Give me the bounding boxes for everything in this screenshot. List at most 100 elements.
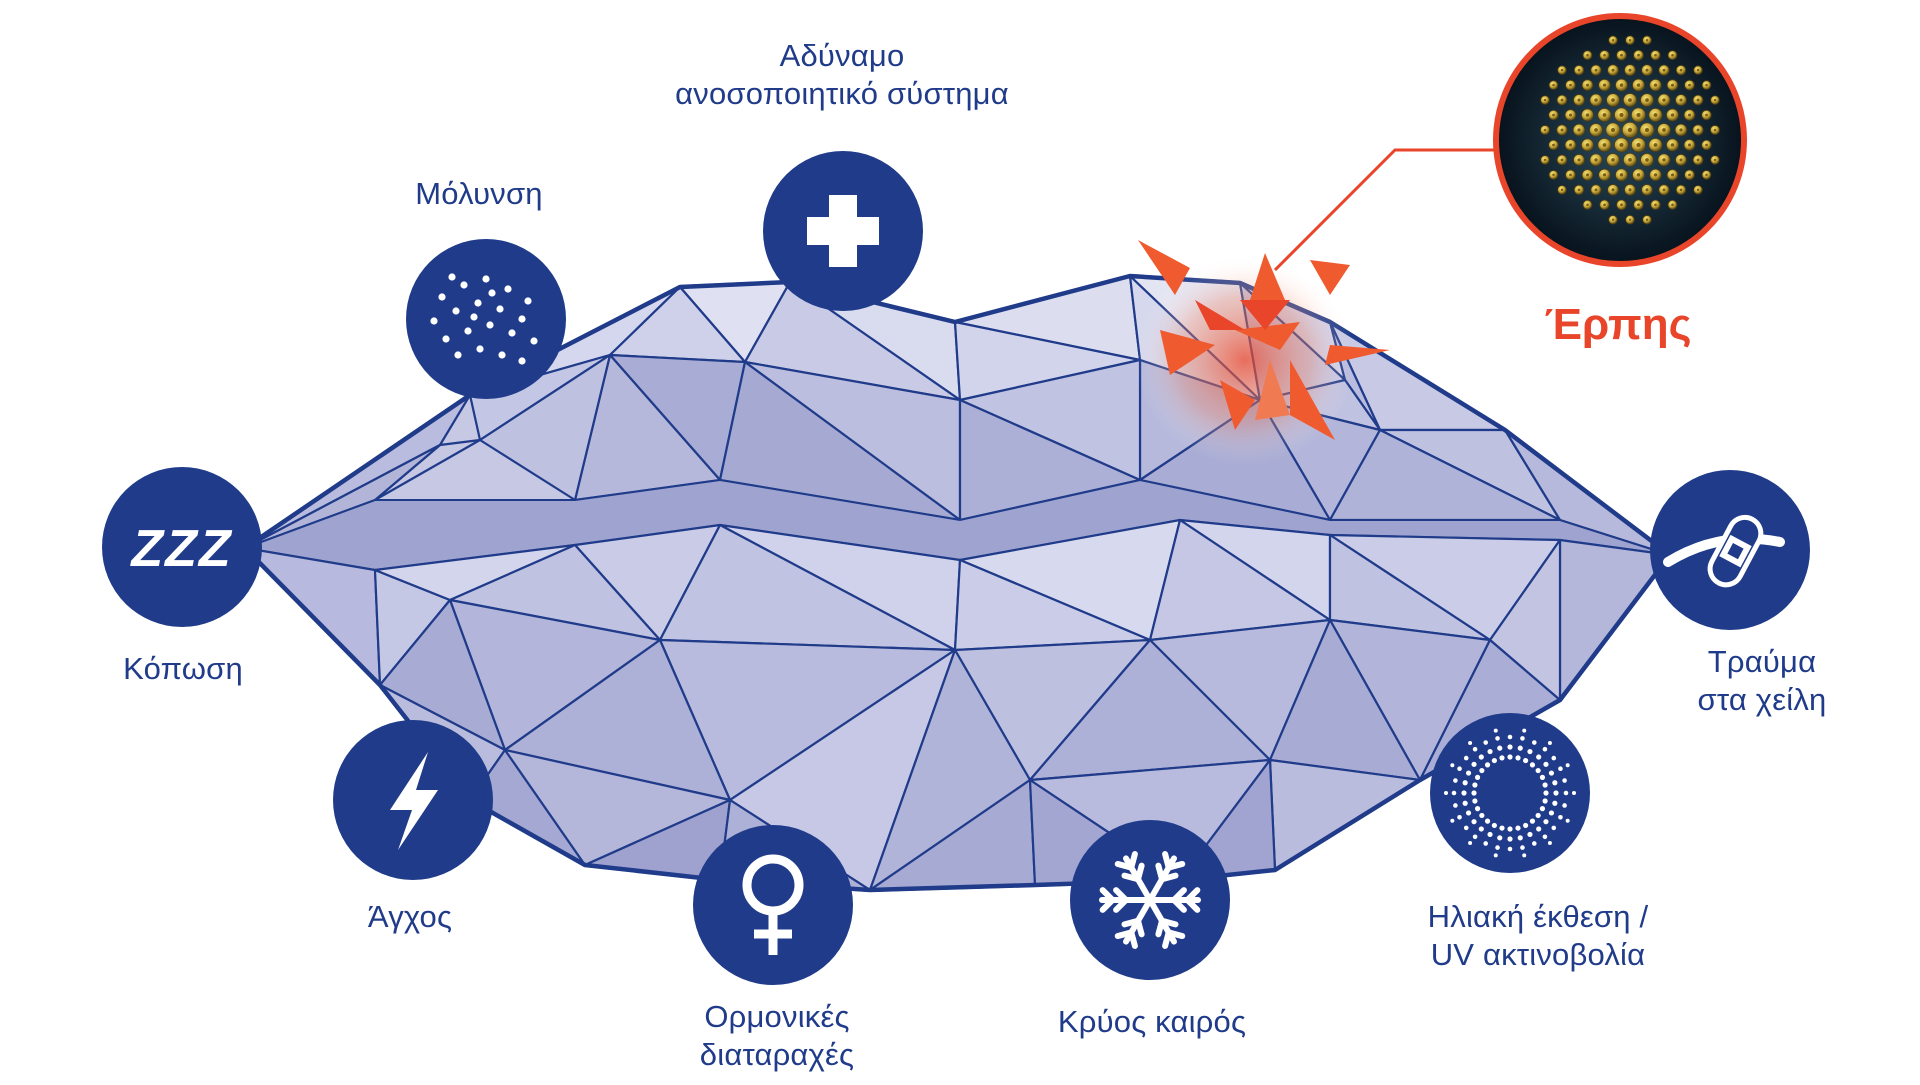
capsid-protein-center	[1662, 128, 1666, 132]
snowflake-branch	[1165, 860, 1186, 871]
capsid-protein-center	[1645, 98, 1649, 102]
sun-ray-dot	[1463, 825, 1469, 831]
sun-ray-dot	[1536, 826, 1542, 832]
capsid-protein-center	[1611, 39, 1615, 42]
sun-ray-dot	[1507, 734, 1513, 740]
snowflake-branch	[1099, 887, 1116, 903]
infection-dot	[518, 357, 526, 365]
capsid-protein-center	[1687, 143, 1692, 147]
sun-ray-dot	[1471, 761, 1477, 767]
capsid-protein-center	[1585, 143, 1590, 147]
capsid-protein-center	[1611, 158, 1615, 162]
sun-ray-dot	[1471, 790, 1477, 796]
infection-dot	[476, 345, 484, 353]
capsid-protein-center	[1560, 98, 1564, 102]
sun-ray-dot	[1457, 814, 1462, 820]
capsid-protein-center	[1637, 203, 1640, 207]
sun-ray-dot	[1484, 818, 1491, 824]
capsid-protein-center	[1560, 158, 1564, 162]
sun-ray-dot	[1444, 791, 1448, 795]
capsid-protein-center	[1705, 143, 1708, 147]
snowflake-branch	[1114, 929, 1135, 940]
sun-ray-dot	[1562, 803, 1567, 808]
sun-ray-dot	[1523, 822, 1529, 829]
sun-ray-dot	[1474, 774, 1481, 780]
capsid-protein-center	[1662, 98, 1666, 102]
capsid-protein-center	[1603, 203, 1606, 207]
sun-ray-dot	[1499, 825, 1505, 831]
capsid-protein-center	[1670, 113, 1675, 117]
sun-ray-dot	[1468, 841, 1473, 846]
capsid-protein-center	[1552, 83, 1555, 87]
sun-ray-dot	[1465, 770, 1472, 776]
capsid-protein-center	[1628, 188, 1632, 192]
label-infection: Μόλυνση	[415, 176, 543, 211]
snowflake-branch	[1162, 929, 1172, 949]
infection-dot	[430, 317, 438, 325]
capsid-protein-center	[1602, 173, 1607, 177]
capsid-protein-center	[1543, 128, 1547, 132]
sun-ray-dot	[1465, 810, 1472, 816]
capsid-protein-center	[1636, 113, 1641, 118]
infection-dot	[504, 285, 512, 293]
female-symbol-icon	[693, 825, 853, 985]
capsid-protein-center	[1636, 142, 1641, 147]
sun-ray-dot	[1499, 755, 1505, 761]
capsid-protein-center	[1611, 98, 1615, 102]
capsid-protein-center	[1552, 143, 1555, 147]
snowflake-branch	[1184, 897, 1201, 913]
capsid-protein-center	[1620, 203, 1623, 207]
sun-ray-dot	[1450, 763, 1455, 768]
snowflake-branch	[1121, 917, 1141, 928]
capsid-protein-center	[1687, 113, 1692, 117]
capsid-protein-center	[1594, 68, 1598, 72]
sun-ray-dot	[1543, 819, 1549, 825]
infection-dot	[518, 315, 526, 323]
sun-ray-dot	[1507, 836, 1513, 842]
sun-icon	[1430, 713, 1590, 873]
label-fatigue: Κόπωση	[123, 651, 243, 686]
capsid-protein-center	[1619, 113, 1624, 118]
sun-ray-dot	[1471, 819, 1477, 825]
herpes-lesion	[1135, 240, 1390, 465]
sun-ray-dot	[1520, 736, 1525, 741]
infection-dot	[496, 305, 504, 313]
capsid-protein-center	[1713, 158, 1717, 162]
infection-dot	[452, 307, 460, 315]
capsid-protein-center	[1594, 158, 1598, 162]
svg-text:ZZZ: ZZZ	[129, 520, 233, 578]
capsid-protein-center	[1662, 158, 1666, 162]
label-stress: Άγχος	[367, 899, 453, 934]
capsid-protein-center	[1679, 98, 1683, 102]
sun-ray-dot	[1474, 806, 1481, 812]
sun-ray-dot	[1507, 744, 1513, 750]
infection-dot	[438, 293, 446, 301]
sun-ray-dot	[1457, 766, 1462, 772]
capsid-protein-center	[1586, 53, 1589, 57]
infection-dot	[482, 275, 490, 283]
snowflake-branch	[1171, 897, 1187, 913]
capsid-protein-center	[1671, 203, 1674, 207]
sun-ray-dot	[1542, 798, 1548, 804]
sun-ray-dot	[1535, 812, 1541, 819]
sun-ray-dot	[1547, 841, 1552, 846]
sun-ray-dot	[1483, 740, 1489, 745]
capsid-protein-center	[1560, 68, 1564, 72]
capsid-protein-center	[1602, 83, 1607, 87]
sun-ray-dot	[1479, 767, 1485, 774]
sun-ray-dot	[1531, 841, 1537, 846]
infection-dot	[460, 281, 468, 289]
sun-ray-dot	[1493, 853, 1498, 858]
sun-ray-dot	[1529, 818, 1536, 824]
lightning-icon	[333, 720, 493, 880]
sun-ray-dot	[1535, 767, 1541, 774]
snowflake-icon	[1070, 820, 1230, 980]
sun-ray-dot	[1515, 755, 1521, 761]
sun-ray-dot	[1565, 763, 1570, 768]
capsid-protein-center	[1662, 188, 1666, 192]
snowflake-branch	[1128, 851, 1138, 871]
capsid-protein-center	[1620, 53, 1623, 57]
capsid-protein-center	[1653, 143, 1658, 147]
capsid-protein-center	[1577, 128, 1581, 132]
